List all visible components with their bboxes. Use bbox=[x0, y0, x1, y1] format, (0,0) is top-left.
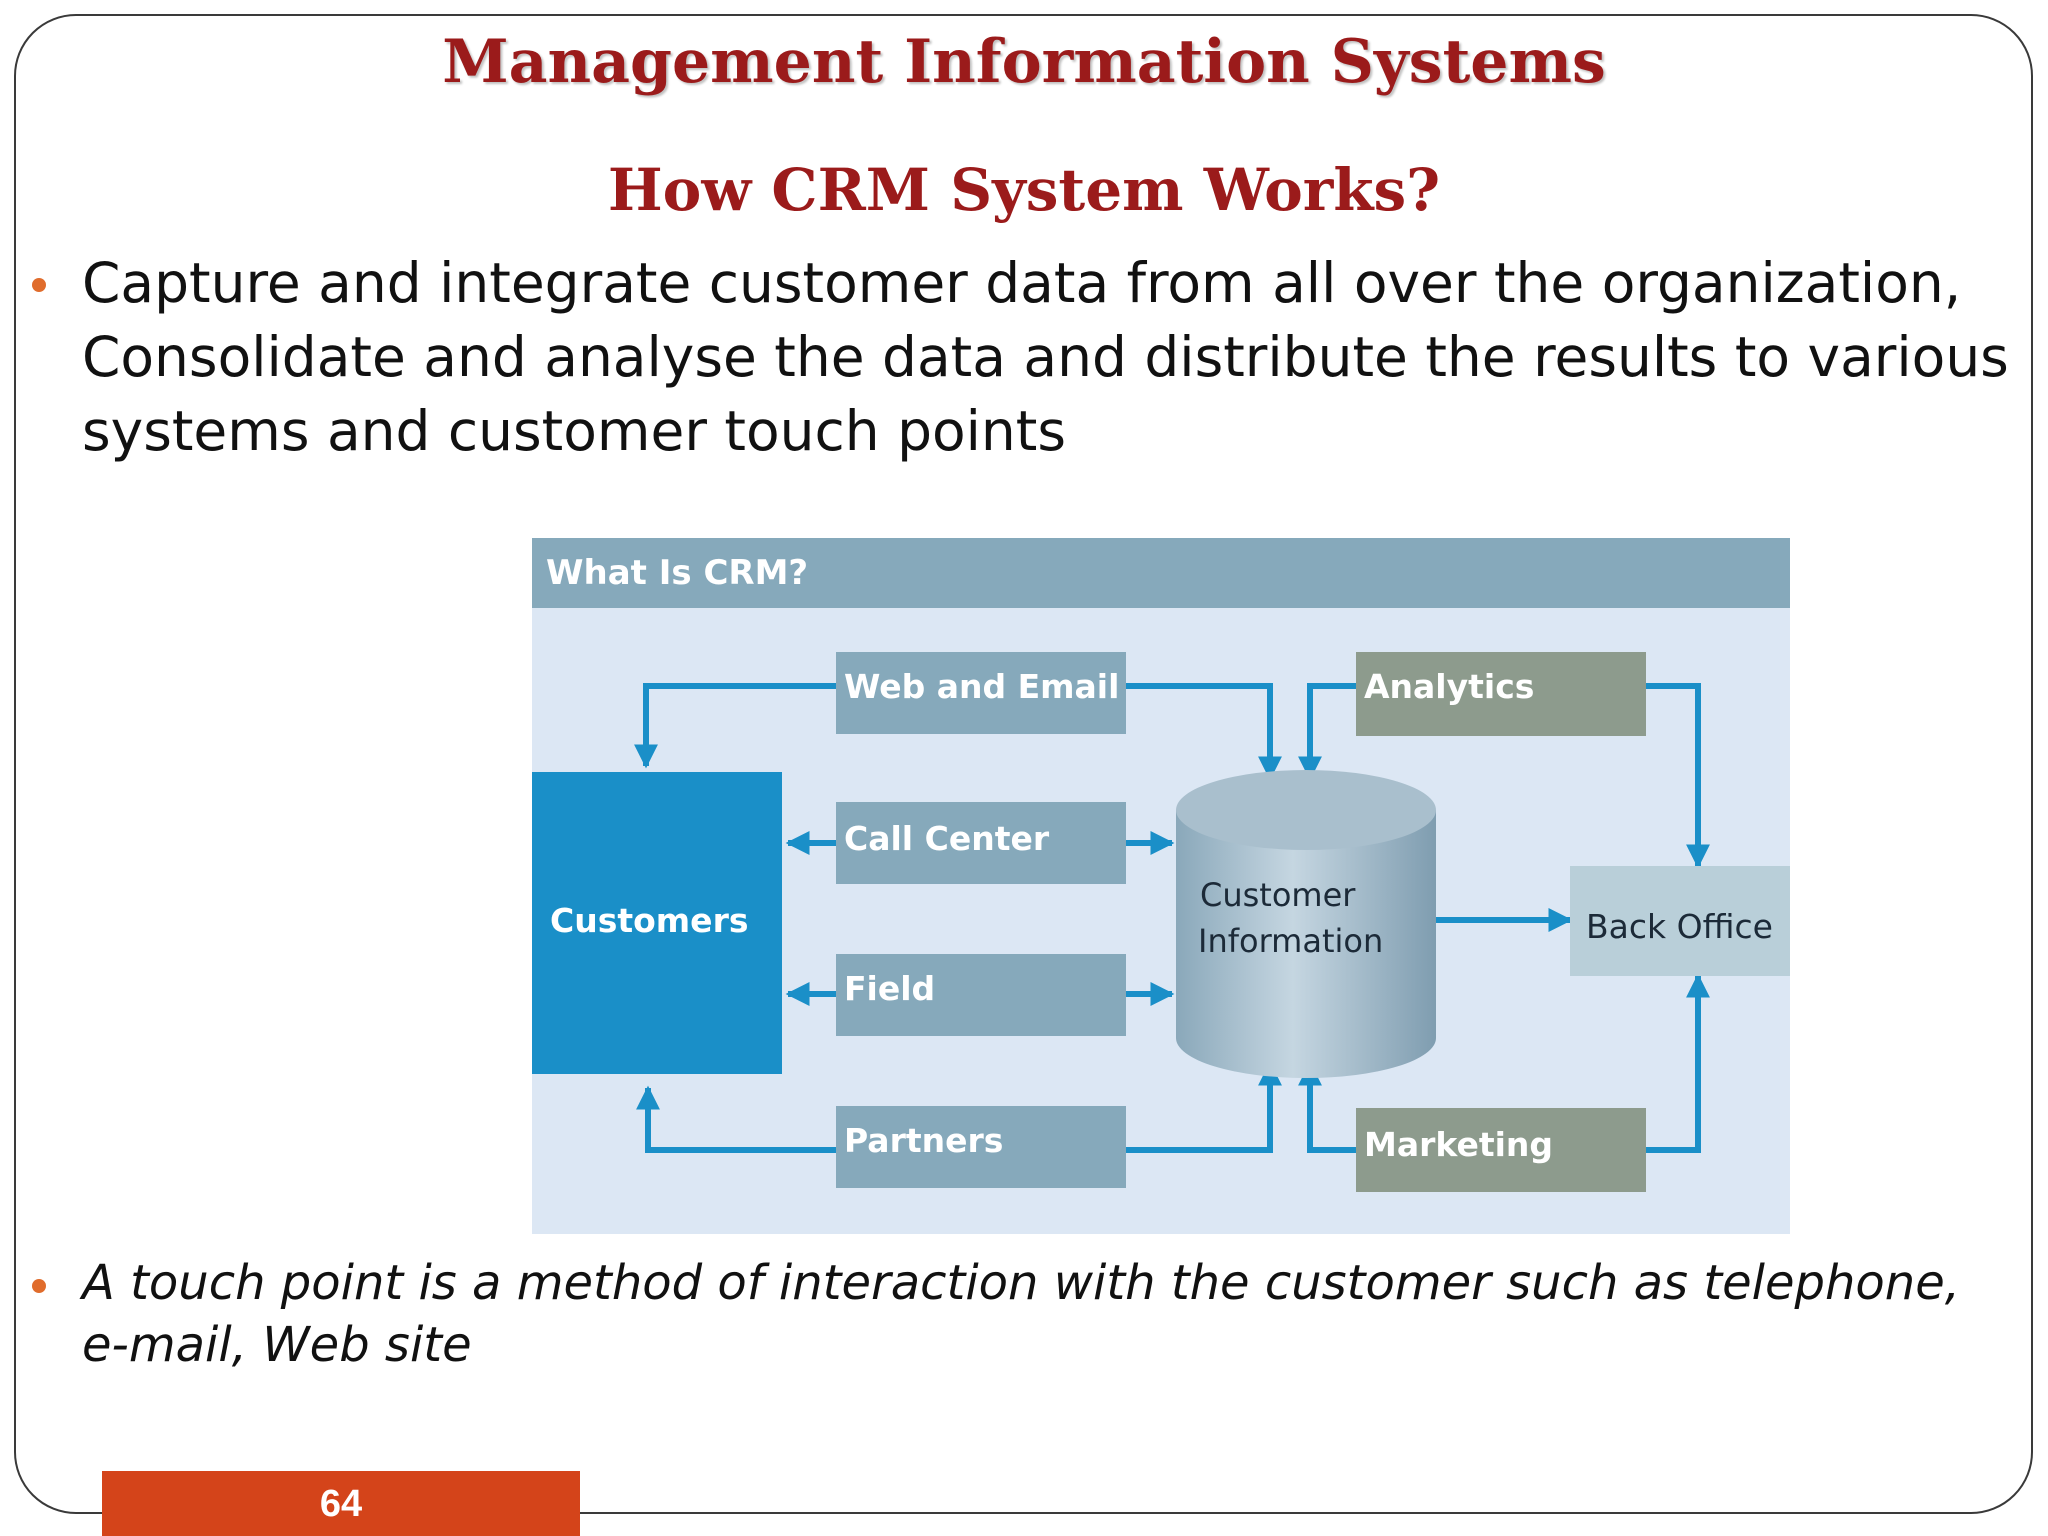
call-center-box bbox=[836, 802, 1126, 884]
customer-information-database bbox=[1176, 770, 1436, 1078]
slide-subtitle: How CRM System Works? bbox=[607, 156, 1441, 224]
marketing-label: Marketing bbox=[1364, 1125, 1553, 1164]
crm-diagram: What Is CRM? Customers Web and Email Cal… bbox=[532, 538, 1790, 1234]
slide-title: Management Information Systems bbox=[442, 27, 1606, 97]
customer-info-label-line2: Information bbox=[1198, 922, 1383, 960]
bullet-text-2: A touch point is a method of interaction… bbox=[82, 1255, 1960, 1373]
slide-frame bbox=[14, 14, 2033, 1514]
web-email-box bbox=[836, 652, 1126, 734]
field-box bbox=[836, 954, 1126, 1036]
page-number: 64 bbox=[319, 1483, 363, 1525]
partners-label: Partners bbox=[844, 1121, 1003, 1160]
bullet-dot-icon bbox=[32, 1279, 46, 1293]
bullet-text-1: Capture and integrate customer data from… bbox=[82, 251, 2009, 463]
analytics-box bbox=[1356, 652, 1646, 736]
marketing-box bbox=[1356, 1108, 1646, 1192]
web-email-label: Web and Email bbox=[844, 667, 1119, 706]
back-office-box bbox=[1570, 866, 1790, 976]
partners-box bbox=[836, 1106, 1126, 1188]
customers-box bbox=[532, 772, 782, 1074]
customers-label: Customers bbox=[550, 901, 748, 940]
back-office-label: Back Office bbox=[1586, 907, 1773, 946]
bullet-dot-icon bbox=[32, 278, 46, 292]
diagram-header: What Is CRM? bbox=[546, 553, 808, 593]
call-center-label: Call Center bbox=[844, 819, 1050, 858]
connector-lines bbox=[634, 683, 1710, 1153]
analytics-label: Analytics bbox=[1364, 667, 1534, 706]
page-number-bar bbox=[102, 1471, 580, 1536]
diagram-header-bar bbox=[532, 538, 1790, 608]
customer-info-label-line1: Customer bbox=[1200, 876, 1356, 914]
field-label: Field bbox=[844, 969, 935, 1008]
